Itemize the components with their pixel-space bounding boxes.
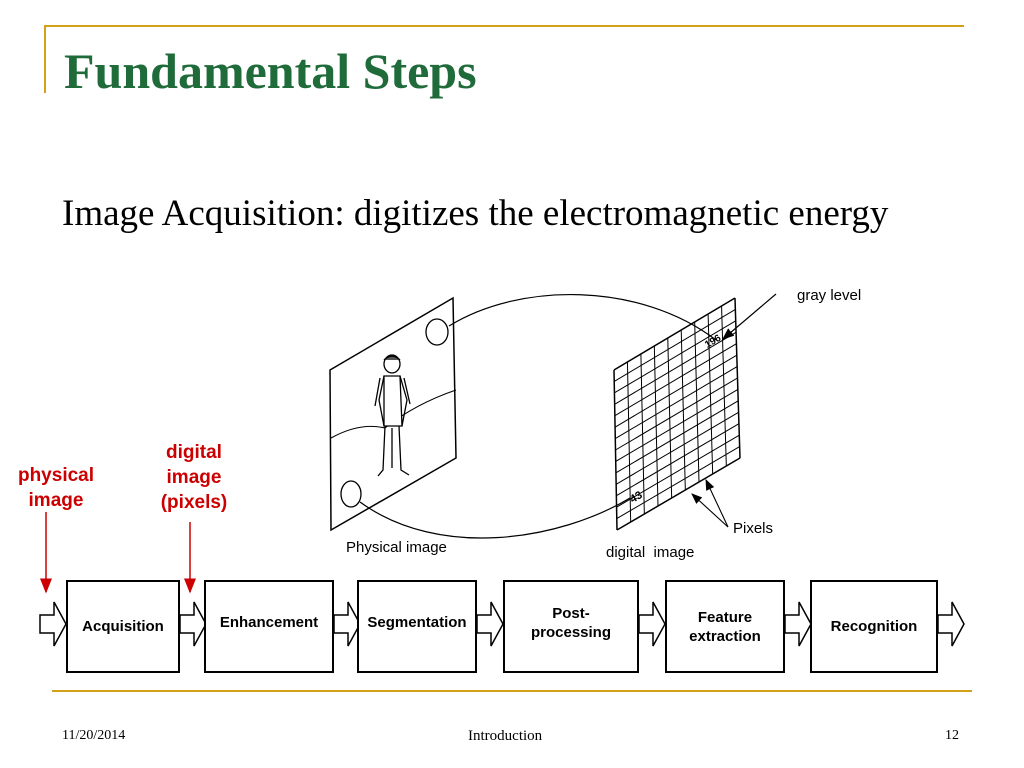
physical-image-caption: Physical image — [346, 539, 447, 556]
footer-page: 12 — [945, 728, 959, 743]
flow-arrow — [638, 601, 666, 647]
flow-arrow — [476, 601, 504, 647]
grid-line — [615, 400, 739, 474]
top-rule — [44, 25, 964, 27]
flow-arrow — [784, 601, 812, 647]
left-rule — [44, 25, 46, 93]
footer-center: Introduction — [468, 728, 543, 744]
grid-line — [613, 308, 736, 382]
pixel-grid — [613, 297, 741, 531]
digital-image-caption: digital image — [606, 544, 695, 561]
grid-line — [615, 388, 739, 462]
grid-line — [614, 331, 737, 405]
bottom-circle — [340, 480, 362, 508]
grid-value-top: 196 — [703, 333, 723, 351]
pixels-pointer-1 — [691, 493, 729, 528]
footer-date: 11/20/2014 — [62, 728, 126, 743]
person-figure — [374, 354, 411, 477]
flow-arrow — [179, 601, 207, 647]
bottom-rule — [52, 690, 972, 692]
step-label: Acquisition — [82, 618, 164, 635]
step-acquisition: Acquisition — [66, 580, 180, 673]
step-label: Recognition — [830, 618, 918, 635]
step-label: Segmentation — [367, 614, 467, 631]
flow-arrows — [39, 601, 965, 647]
flow-arrow — [937, 601, 965, 647]
grid-line — [615, 377, 738, 451]
flow-arrow — [39, 601, 67, 647]
grid-line — [616, 423, 740, 497]
gray-level-pointer — [722, 293, 777, 340]
mapping-curve-top — [448, 294, 717, 341]
grid-line — [616, 457, 741, 531]
physical-image-annotation: physical image — [17, 465, 95, 511]
slide-title: Fundamental Steps — [64, 43, 477, 99]
grid-line — [616, 434, 740, 508]
gray-level-label: gray level — [797, 287, 862, 304]
flow-arrow — [333, 601, 361, 647]
step-enhancement: Enhancement — [204, 580, 334, 673]
step-label: Feature extraction — [689, 608, 761, 645]
grid-line — [613, 297, 736, 371]
step-segmentation: Segmentation — [357, 580, 477, 673]
step-post-processing: Post- processing — [503, 580, 639, 673]
grid-line — [614, 343, 737, 417]
grid-value-bottom: 43 — [628, 489, 645, 506]
grid-line — [616, 446, 740, 520]
grid-line — [615, 366, 738, 440]
grid-line — [615, 411, 739, 485]
top-circle — [425, 318, 449, 346]
grid-line — [614, 320, 736, 394]
grid-line — [614, 354, 738, 428]
step-recognition: Recognition — [810, 580, 938, 673]
body-text: Image Acquisition: digitizes the electro… — [62, 193, 889, 234]
pixels-label: Pixels — [733, 520, 774, 537]
digital-image-annotation: digital image (pixels) — [160, 442, 228, 513]
pixels-pointer-2 — [705, 479, 729, 528]
step-feature-extraction: Feature extraction — [665, 580, 785, 673]
mapping-curve-bottom — [359, 497, 631, 539]
step-label: Enhancement — [219, 614, 319, 631]
step-label: Post- processing — [530, 604, 612, 641]
